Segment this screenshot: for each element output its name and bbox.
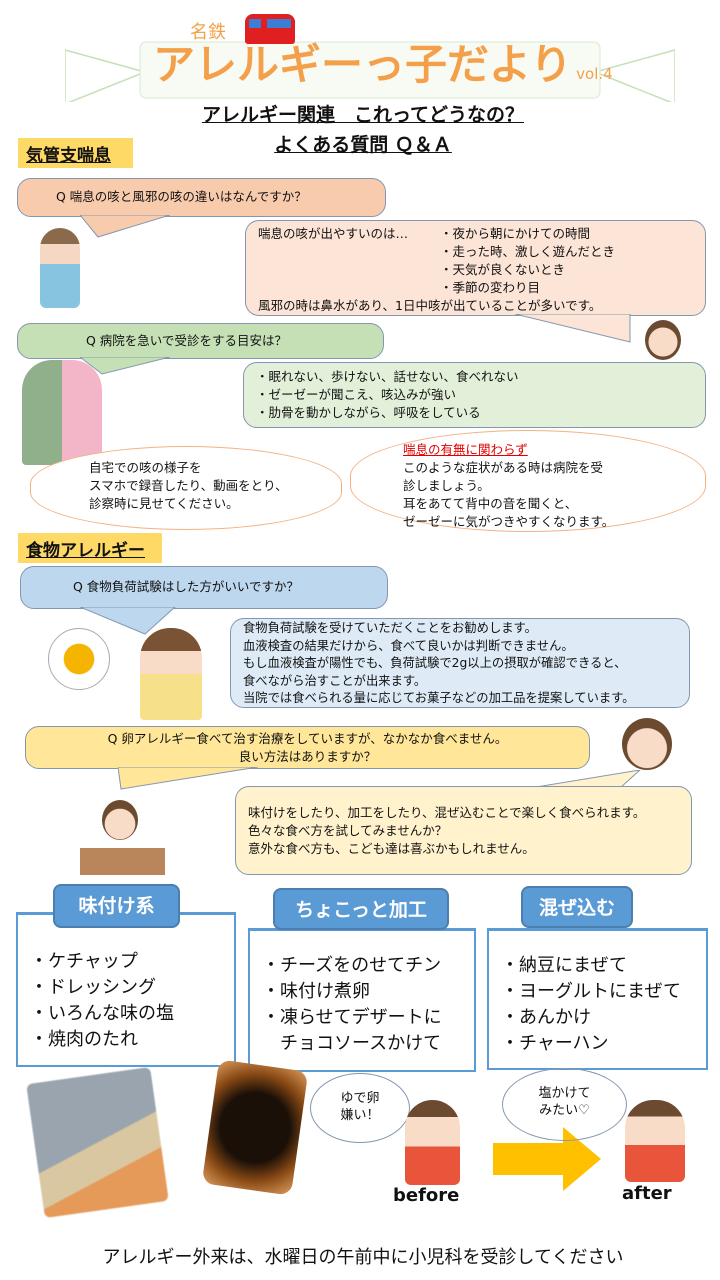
- subtitle-line2: よくある質問 Ｑ＆Ａ: [274, 134, 452, 156]
- page-subtitle: アレルギー関連 これってどうなの？ よくある質問 Ｑ＆Ａ: [0, 100, 720, 160]
- bubble-tail: [515, 314, 631, 343]
- speech-text: みたい♡: [539, 1103, 590, 1118]
- question-bubble-2: Q 病院を急いで受診をする目安は？: [17, 323, 384, 359]
- answer-item: ・ゼーゼーが聞こえ、咳込みが強い: [256, 387, 457, 402]
- newsletter-title: アレルギーっ子だより: [153, 40, 573, 89]
- answer-line: 食物負荷試験を受けていただくことをお勧めします。: [243, 621, 537, 635]
- cloud-text: ゼーゼーに気がつきやすくなります。: [403, 514, 615, 529]
- thought-cloud-1: 自宅での咳の様子を スマホで録音したり、動画をとり、 診察時に見せてください。: [30, 446, 342, 530]
- bubble-tail: [80, 215, 171, 238]
- answer-item: ・眠れない、歩けない、話せない、食べれない: [256, 369, 519, 384]
- speech-text: 嫌い！: [340, 1108, 380, 1123]
- answer-line: 味付けをしたり、加工をしたり、混ぜ込むことで楽しく食べられます。: [248, 805, 646, 820]
- boiled-egg-illustration: [48, 628, 110, 690]
- title-row: アレルギーっ子だより vol.4: [153, 40, 613, 90]
- answer-line: 当院では食べられる量に応じてお菓子などの加工品を提案しています。: [243, 691, 635, 705]
- tip-box-processing: ・チーズをのせてチン ・味付け煮卵 ・凍らせてデザートに チョコソースかけて: [248, 928, 476, 1072]
- smiling-nurse-illustration: [622, 718, 672, 770]
- question-text: 良い方法はありますか？: [238, 749, 377, 764]
- tip-header-mixing: 混ぜ込む: [521, 886, 633, 928]
- bubble-tail: [80, 357, 171, 375]
- brand-name: 名鉄: [190, 22, 226, 43]
- before-speech-bubble: ゆで卵 嫌い！: [310, 1073, 410, 1143]
- speech-text: ゆで卵: [340, 1091, 380, 1106]
- answer-line: もし血液検査が陽性でも、負荷試験で2g以上の摂取が確認できると、: [243, 656, 627, 670]
- tip-item: ・納豆にまぜて: [501, 955, 627, 976]
- girl-before-illustration: [405, 1100, 460, 1185]
- answer-item: ・季節の変わり目: [440, 280, 541, 295]
- cloud-text: 診しましょう。: [403, 478, 490, 493]
- highlight-text: 喘息の有無に関わらず: [403, 442, 528, 457]
- answer-bubble-4: 味付けをしたり、加工をしたり、混ぜ込むことで楽しく食べられます。 色々な食べ方を…: [235, 786, 692, 875]
- cloud-text: このような症状がある時は病院を受: [403, 460, 604, 475]
- answer-item: ・肋骨を動かしながら、呼吸をしている: [256, 405, 481, 420]
- answer-lead: 喘息の咳が出やすいのは…: [258, 226, 409, 241]
- question-text: Q 病院を急いで受診をする目安は？: [86, 333, 287, 348]
- tip-header-processing: ちょこっと加工: [273, 888, 449, 930]
- tip-item: ・凍らせてデザートに: [262, 1007, 442, 1028]
- tip-item: ・いろんな味の塩: [30, 1003, 174, 1024]
- answer-bubble-1: 喘息の咳が出やすいのは…・夜から朝にかけての時間 ・走った時、激しく遊んだとき …: [245, 220, 706, 316]
- question-bubble-4: Q 卵アレルギー食べて治す治療をしていますが、なかなか食べません。 良い方法はあ…: [25, 726, 590, 769]
- subtitle-line1: アレルギー関連 これってどうなの？: [201, 104, 525, 126]
- cloud-text: 自宅での咳の様子を: [89, 460, 202, 475]
- answer-item: ・夜から朝にかけての時間: [440, 226, 591, 241]
- tip-item: ・焼肉のたれ: [30, 1029, 138, 1050]
- title-banner: 名鉄 アレルギーっ子だより vol.4: [65, 14, 675, 102]
- answer-bubble-2: ・眠れない、歩けない、話せない、食べれない ・ゼーゼーが聞こえ、咳込みが強い ・…: [243, 362, 706, 428]
- girl-after-illustration: [625, 1100, 685, 1182]
- tip-item: ・味付け煮卵: [262, 981, 370, 1002]
- cloud-text: スマホで録音したり、動画をとり、: [89, 478, 288, 493]
- bubble-tail: [80, 607, 176, 635]
- answer-bubble-3: 食物負荷試験を受けていただくことをお勧めします。 血液検査の結果だけから、食べて…: [230, 618, 690, 708]
- nurse-illustration: [645, 320, 681, 360]
- answer-line: 色々な食べ方を試してみませんか？: [248, 823, 448, 838]
- tip-item: ・ケチャップ: [30, 951, 138, 972]
- question-bubble-3: Q 食物負荷試験はした方がいいですか？: [20, 566, 388, 609]
- arrow-right-icon: [493, 1127, 601, 1191]
- mother-with-phone-illustration: [140, 628, 202, 720]
- tip-item: ・ヨーグルトにまぜて: [501, 981, 681, 1002]
- answer-line: 食べながら治すことが出来ます。: [243, 673, 427, 688]
- marinated-egg-photo: [201, 1059, 309, 1196]
- before-label: before: [393, 1185, 460, 1206]
- speech-text: 塩かけて: [538, 1086, 591, 1101]
- tip-item: チョコソースかけて: [262, 1033, 442, 1054]
- child-at-table-illustration: [80, 800, 165, 875]
- tip-item: ・チャーハン: [501, 1033, 609, 1054]
- volume-label: vol.4: [576, 65, 613, 83]
- answer-tail-text: 風邪の時は鼻水があり、1日中咳が出ていることが多いです。: [258, 298, 602, 313]
- family-illustration: [22, 360, 102, 465]
- answer-line: 血液検査の結果だけから、食べて良いかは判断できません。: [243, 638, 574, 653]
- tip-box-seasoning: ・ケチャップ ・ドレッシング ・いろんな味の塩 ・焼肉のたれ: [16, 912, 236, 1067]
- tip-item: ・チーズをのせてチン: [262, 955, 442, 976]
- after-speech-bubble: 塩かけて みたい♡: [502, 1068, 627, 1141]
- question-bubble-1: Q 喘息の咳と風邪の咳の違いはなんですか？: [17, 178, 386, 217]
- thought-cloud-2: 喘息の有無に関わらず このような症状がある時は病院を受 診しましょう。 耳をあて…: [350, 430, 706, 532]
- question-text: Q 卵アレルギー食べて治す治療をしていますが、なかなか食べません。: [107, 731, 508, 746]
- coughing-person-illustration: [40, 228, 80, 308]
- answer-item: ・天気が良くないとき: [440, 262, 566, 277]
- answer-line: 意外な食べ方も、こども達は喜ぶかもしれません。: [248, 841, 535, 856]
- train-icon: [245, 14, 295, 44]
- bubble-tail: [118, 767, 259, 790]
- tip-header-seasoning: 味付け系: [53, 884, 180, 928]
- answer-item: ・走った時、激しく遊んだとき: [440, 244, 616, 259]
- cloud-text: 耳をあてて背中の音を聞くと、: [403, 496, 578, 511]
- tip-item: ・ドレッシング: [30, 977, 156, 998]
- after-label: after: [622, 1183, 672, 1204]
- ribbon-decoration: [65, 41, 675, 102]
- section-label-asthma: 気管支喘息: [18, 138, 133, 168]
- question-text: Q 食物負荷試験はした方がいいですか？: [73, 579, 299, 594]
- question-text: Q 喘息の咳と風邪の咳の違いはなんですか？: [56, 189, 307, 204]
- tip-item: ・あんかけ: [501, 1007, 591, 1028]
- seasoning-products-photo: [26, 1066, 169, 1219]
- cloud-text: 診察時に見せてください。: [89, 496, 239, 511]
- section-label-food-allergy: 食物アレルギー: [18, 533, 162, 563]
- tip-box-mixing: ・納豆にまぜて ・ヨーグルトにまぜて ・あんかけ ・チャーハン: [487, 928, 708, 1070]
- footer-note: アレルギー外来は、水曜日の午前中に小児科を受診してください: [102, 1247, 624, 1268]
